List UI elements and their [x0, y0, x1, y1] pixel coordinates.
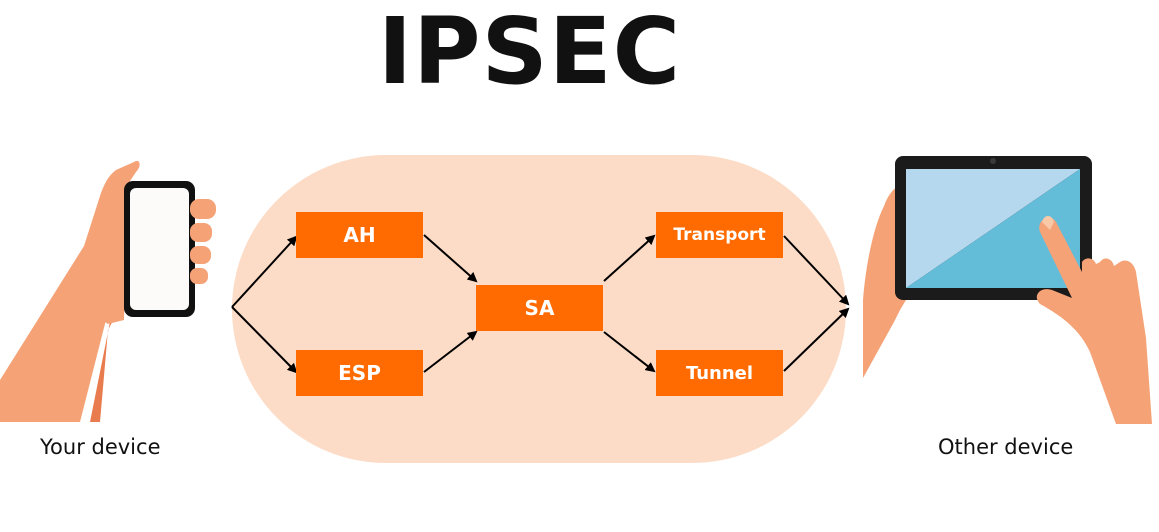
other-device-label: Other device	[938, 435, 1074, 459]
node-transport: Transport	[656, 212, 783, 258]
node-sa: SA	[476, 285, 603, 331]
left-arm-shadow	[90, 300, 124, 422]
arrow-tunnel-to-device	[783, 307, 850, 372]
arrow-device-to-ah	[231, 235, 298, 308]
diagram-title: IPSEC	[377, 0, 682, 105]
right-pointing-hand	[1036, 217, 1152, 424]
arrows	[231, 234, 850, 374]
your-device-label: Your device	[40, 435, 161, 459]
arrow-device-to-esp	[231, 306, 298, 374]
phone-screen	[130, 188, 189, 310]
left-finger-1	[190, 199, 216, 219]
left-finger-4	[190, 268, 208, 284]
tablet-camera	[990, 158, 996, 164]
node-ah: AH	[296, 212, 423, 258]
tablet-screen-dark	[906, 169, 1080, 288]
arrow-transport-to-device	[783, 235, 850, 306]
arrow-sa-to-tunnel	[603, 331, 656, 373]
hand-holding-phone-icon	[0, 160, 216, 422]
hands-holding-tablet-icon	[863, 156, 1152, 424]
arrow-ah-to-sa	[423, 234, 478, 283]
arrow-esp-to-sa	[423, 330, 478, 373]
left-finger-3	[190, 246, 211, 264]
right-finger-nail	[1042, 216, 1054, 230]
left-finger-2	[190, 223, 212, 242]
node-tunnel: Tunnel	[656, 350, 783, 396]
node-esp: ESP	[296, 350, 423, 396]
arrow-sa-to-transport	[603, 234, 656, 282]
